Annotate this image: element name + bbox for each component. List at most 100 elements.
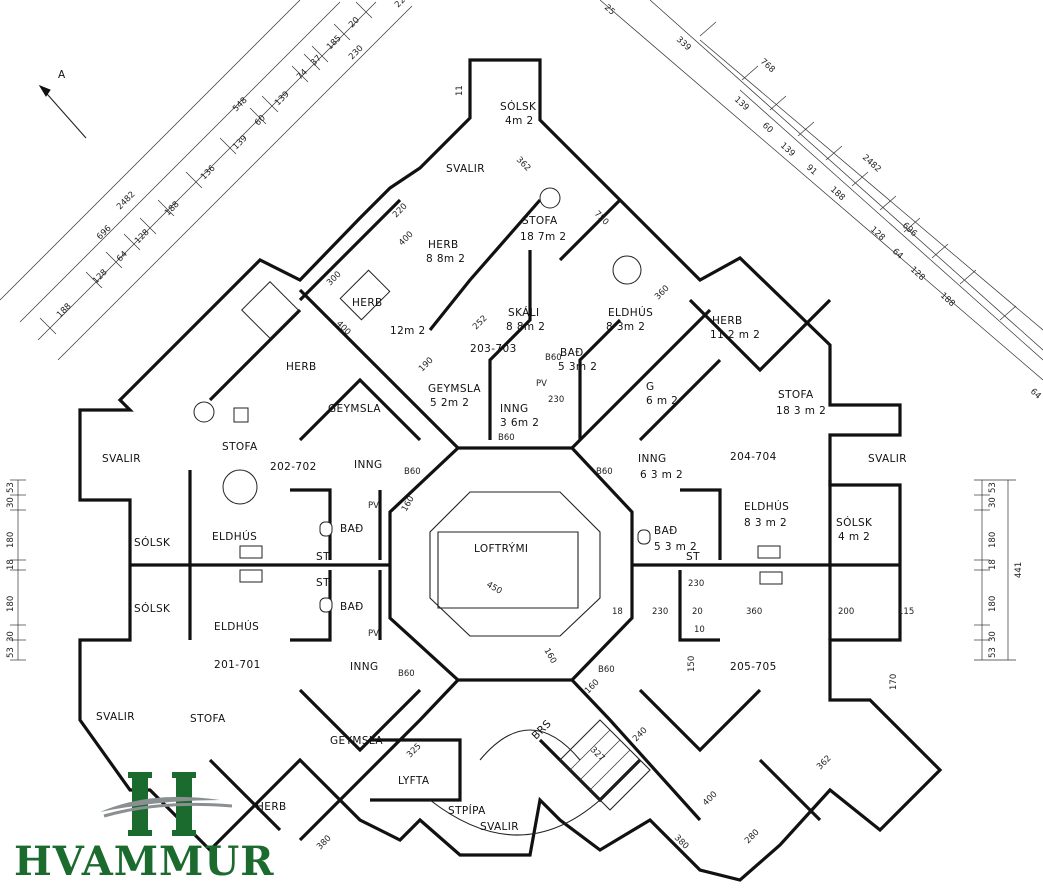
room-eldhus-right-area: 8 3 m 2 [744, 517, 787, 529]
room-g-right-area: 6 m 2 [646, 395, 678, 407]
room-st-left1: ST [316, 551, 330, 563]
room-inng-top-area: 3 6m 2 [500, 417, 539, 429]
dim-170: 170 [889, 674, 899, 690]
room-svalir-bottom: SVALIR [480, 821, 519, 833]
dim-left-30a: 30 [6, 631, 16, 642]
logo-mark [100, 772, 232, 836]
dim-top-right-188b: 188 [938, 291, 957, 309]
room-g-right: G [646, 381, 655, 393]
room-eldhus-right: ELDHÚS [744, 500, 789, 513]
label-pv-3: PV [536, 379, 547, 389]
dimension-lines-top-left [0, 0, 412, 360]
dim-top-left-20: 20 [347, 15, 362, 30]
room-herb-top: HERB [428, 239, 459, 251]
label-brs: BRS [530, 718, 554, 742]
room-herb-right-area: 11 2 m 2 [710, 329, 760, 341]
dim-right-180b: 180 [988, 532, 998, 548]
room-herb-top-area: 8 8m 2 [426, 253, 465, 265]
dim-top-right-128a: 128 [868, 225, 887, 243]
dim-top-left-64: 64 [115, 249, 130, 264]
dim-362-b: 362 [514, 155, 533, 174]
room-solsk-right: SÓLSK [836, 516, 873, 529]
room-st-left2: ST [316, 577, 330, 589]
dim-left-53a: 53 [6, 647, 16, 658]
dim-top-left-548: 548 [231, 96, 250, 115]
room-stofa-left: STOFA [222, 441, 258, 453]
label-pv-2: PV [368, 629, 379, 639]
room-stofa-bl: STOFA [190, 713, 226, 725]
label-pv-1: PV [368, 501, 379, 511]
room-herb-right: HERB [712, 315, 743, 327]
room-bad-top-area: 5 3m 2 [558, 361, 597, 373]
dim-top-left-22: 22 [393, 0, 408, 10]
dim-325: 325 [405, 742, 424, 761]
dim-top-left-136: 136 [199, 164, 218, 183]
dim-top-left-188b: 188 [163, 200, 182, 219]
room-svalir-top: SVALIR [446, 163, 485, 175]
label-b60-a: B60 [404, 467, 421, 477]
room-inng-bl: INNG [350, 661, 379, 673]
dim-loftrymi: 450 [485, 580, 504, 597]
dimension-lines-right-side [974, 480, 1016, 660]
dim-top-left-230: 230 [347, 44, 366, 63]
dim-top-left-139b: 139 [273, 90, 292, 109]
dim-top-right-139a: 139 [732, 95, 751, 113]
dim-top-right-339: 339 [674, 35, 693, 53]
dim-160-b: 160 [541, 647, 558, 666]
dim-200: 200 [838, 607, 854, 617]
dim-252: 252 [471, 314, 490, 333]
room-eldhus-left2: ELDHÚS [214, 620, 259, 633]
room-herb-bl: HERB [256, 801, 287, 813]
dim-top-right-128b: 128 [908, 265, 927, 283]
room-stpipa: STPÍPA [448, 804, 486, 817]
label-b60-f: B60 [545, 353, 562, 363]
room-geymsla-left: GEYMSLA [328, 403, 381, 415]
room-solsk-top: SÓLSK [500, 100, 537, 113]
room-solsk-left1: SÓLSK [134, 536, 171, 549]
room-svalir-right: SVALIR [868, 453, 907, 465]
room-solsk-top-area: 4m 2 [505, 115, 534, 127]
dim-right-53b: 53 [988, 482, 998, 493]
dim-380-b: 380 [315, 834, 334, 853]
label-b60-b: B60 [498, 433, 515, 443]
dim-400-c: 400 [397, 230, 416, 249]
room-bad-left2: BAÐ [340, 601, 364, 613]
dim-11: 11 [455, 85, 465, 96]
room-skali: SKÁLI [508, 306, 540, 319]
room-geymsla-top: GEYMSLA [428, 383, 481, 395]
room-bad-right-area: 5 3 m 2 [654, 541, 697, 553]
stairwell-bottom [560, 720, 650, 810]
room-inng-right-area: 6 3 m 2 [640, 469, 683, 481]
dim-230-b: 230 [548, 395, 564, 405]
balcony-arc-bottom [430, 730, 600, 835]
dim-right-441: 441 [1014, 562, 1024, 578]
room-bad-top: BAÐ [560, 347, 584, 359]
dim-360-a: 360 [746, 607, 762, 617]
room-herb-left: HERB [286, 361, 317, 373]
dim-right-18: 18 [988, 559, 998, 570]
dim-top-left-outer: 2482 [115, 190, 137, 212]
dim-10: 10 [694, 625, 705, 635]
dim-top-right-outer: 2482 [860, 153, 883, 175]
room-geymsla-top-area: 5 2m 2 [430, 397, 469, 409]
dim-right-53a: 53 [988, 647, 998, 658]
room-eldhus-top: ELDHÚS [608, 306, 653, 319]
central-core [390, 448, 632, 680]
dim-327: 327 [588, 745, 607, 764]
room-bad-left1: BAÐ [340, 523, 364, 535]
dim-top-left-128b: 128 [133, 228, 152, 247]
logo-wordmark: HVAMMUR [14, 838, 275, 885]
dim-top-left-696: 696 [95, 224, 114, 243]
room-solsk-left2: SÓLSK [134, 602, 171, 615]
room-herb-tl-area: 12m 2 [390, 325, 426, 337]
room-eldhus-left1: ELDHÚS [212, 530, 257, 543]
room-inng-top: INNG [500, 403, 529, 415]
dim-20: 20 [692, 607, 703, 617]
dim-362-a: 362 [815, 754, 834, 773]
room-geymsla-bl: GEYMSLA [330, 735, 383, 747]
label-b60-d: B60 [398, 669, 415, 679]
dim-400-a: 400 [701, 790, 720, 809]
dim-230-a: 230 [652, 607, 668, 617]
plan-text: A 2482 696 188 128 64 128 188 136 139 60… [6, 0, 1043, 852]
